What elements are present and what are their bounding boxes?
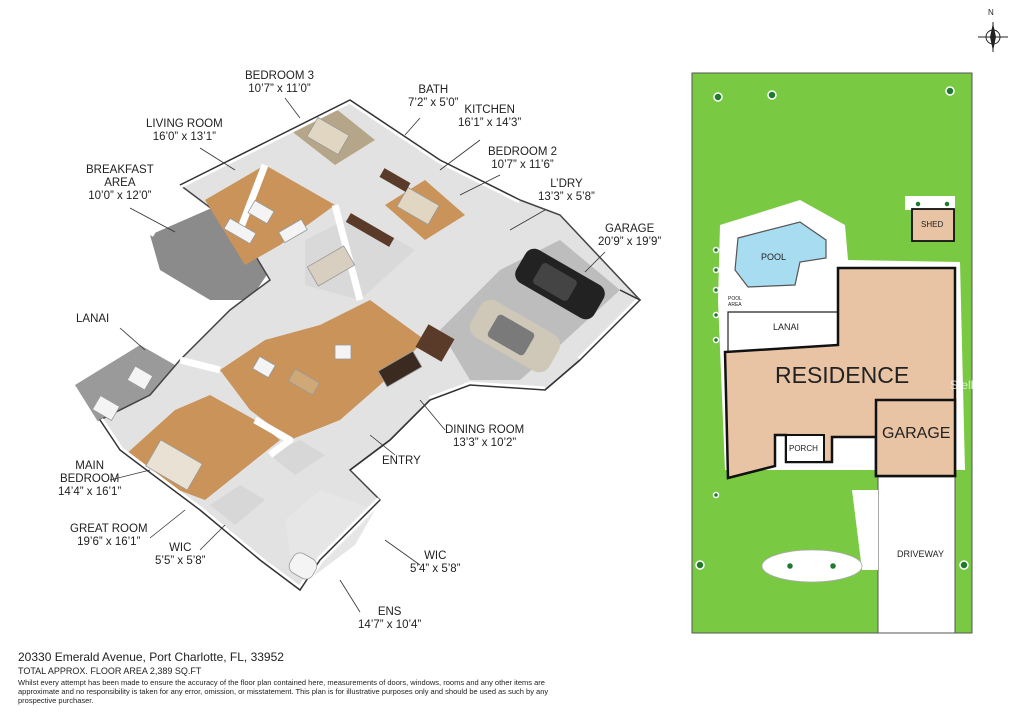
room-dimensions: 14’7” x 10’4” (358, 619, 422, 631)
room-dimensions: 14’4” x 16’1” (58, 486, 122, 498)
site-pool-label: POOL (761, 252, 787, 262)
site-shed-label: SHED (921, 220, 944, 229)
room-name: GARAGE (605, 223, 655, 235)
label-bedroom3: BEDROOM 3 10’7” x 11’0” (245, 70, 314, 96)
site-garage (874, 398, 957, 478)
site-pool-area-label: POOL AREA (728, 296, 742, 308)
ensuite-floor (285, 490, 375, 575)
wall-edges (99, 99, 642, 592)
room-dimensions: 16’0” x 13’1” (152, 131, 216, 143)
label-ensuite: ENS 14’7” x 10’4” (358, 606, 421, 632)
room-name: BATH (418, 84, 449, 96)
compass-rose (978, 22, 1008, 52)
room-name: KITCHEN (464, 104, 515, 116)
porch (785, 434, 825, 463)
disclaimer: Whilst every attempt has been made to en… (18, 678, 549, 705)
room-name: MAIN (75, 460, 105, 472)
property-address: 20330 Emerald Avenue, Port Charlotte, FL… (18, 650, 284, 664)
furniture (91, 116, 440, 580)
label-bedroom2: BEDROOM 2 10’7” x 11’6” (488, 146, 557, 172)
planter-island (761, 549, 863, 583)
room-name: BEDROOM 3 (245, 70, 315, 82)
room-dimensions: 7’2” x 5’0” (408, 97, 459, 109)
label-leader-lines (109, 97, 606, 613)
room-dimensions: 16’1” x 14’3” (458, 117, 522, 129)
site-driveway-label: DRIVEWAY (897, 549, 945, 559)
room-dimensions: 5’4” x 5’8” (410, 563, 461, 575)
label-main-bedroom: MAIN BEDROOM 14’4” x 16’1” (58, 460, 121, 499)
label-bath: BATH 7’2” x 5’0” (408, 84, 459, 110)
compass-north-label: N (988, 8, 994, 17)
room-name: GREAT ROOM (70, 523, 148, 535)
room-dimensions: 20’9” x 19’9” (598, 236, 662, 248)
room-name: DINING ROOM (445, 424, 525, 436)
wic-floor-1 (210, 485, 265, 525)
room-name: WIC (424, 550, 447, 562)
walkway (852, 490, 878, 570)
room-name: BREAKFAST (86, 164, 154, 176)
pool (734, 221, 827, 288)
room-dimensions: 13’3” x 10’2” (452, 437, 517, 449)
site-plan (691, 72, 973, 634)
shed-building (911, 208, 955, 242)
total-floor-area: TOTAL APPROX. FLOOR AREA 2,389 SQ.FT (18, 666, 202, 676)
label-wic-1: WIC 5’5” x 5’8” (155, 542, 206, 568)
room-name: AREA (104, 177, 136, 189)
room-dimensions: 10’7” x 11’6” (491, 159, 554, 171)
label-laundry: L’DRY 13’3” x 5’8” (538, 178, 595, 204)
site-porch-label: PORCH (789, 444, 818, 453)
room-dimensions: 19’6” x 16’1” (77, 536, 141, 548)
great-room-floor (220, 300, 425, 440)
site-garage-label: GARAGE (882, 425, 951, 442)
label-garage: GARAGE 20’9” x 19’9” (598, 223, 661, 249)
room-name: LIVING ROOM (146, 118, 223, 130)
label-breakfast-area: BREAKFAST AREA 10’0” x 12’0” (86, 164, 154, 203)
label-lanai: LANAI (76, 313, 109, 326)
room-name: WIC (169, 542, 192, 554)
label-dining-room: DINING ROOM 13’3” x 10’2” (445, 424, 524, 450)
room-name: L’DRY (550, 178, 583, 190)
room-dimensions: 13’3” x 5’8” (538, 191, 595, 203)
footer: 20330 Emerald Avenue, Port Charlotte, FL… (18, 650, 618, 705)
room-dimensions: 10’7” x 11’0” (248, 83, 311, 95)
car-black (515, 248, 605, 320)
label-great-room: GREAT ROOM 19’6” x 16’1” (70, 523, 148, 549)
label-wic-2: WIC 5’4” x 5’8” (410, 550, 461, 576)
site-lanai-label: LANAI (773, 322, 800, 332)
room-dimensions: 10’0” x 12’0” (88, 190, 152, 202)
room-dimensions: 5’5” x 5’8” (155, 555, 206, 567)
room-name: ENS (377, 606, 402, 618)
site-residence-label: RESIDENCE (775, 362, 910, 388)
trees (695, 86, 969, 571)
label-living-room: LIVING ROOM 16’0” x 13’1” (146, 118, 223, 144)
room-name: LANAI (76, 313, 110, 325)
room-name: BEDROOM (59, 473, 120, 485)
car-silver (469, 299, 561, 373)
kitchen-cabinets (345, 168, 455, 362)
isometric-floor-plan (75, 96, 643, 593)
label-kitchen: KITCHEN 16’1” x 14’3” (458, 104, 521, 130)
room-name: ENTRY (382, 455, 421, 467)
watermark: Stellar MLS (950, 378, 1013, 392)
label-entry: ENTRY (382, 455, 421, 468)
room-name: BEDROOM 2 (488, 146, 558, 158)
